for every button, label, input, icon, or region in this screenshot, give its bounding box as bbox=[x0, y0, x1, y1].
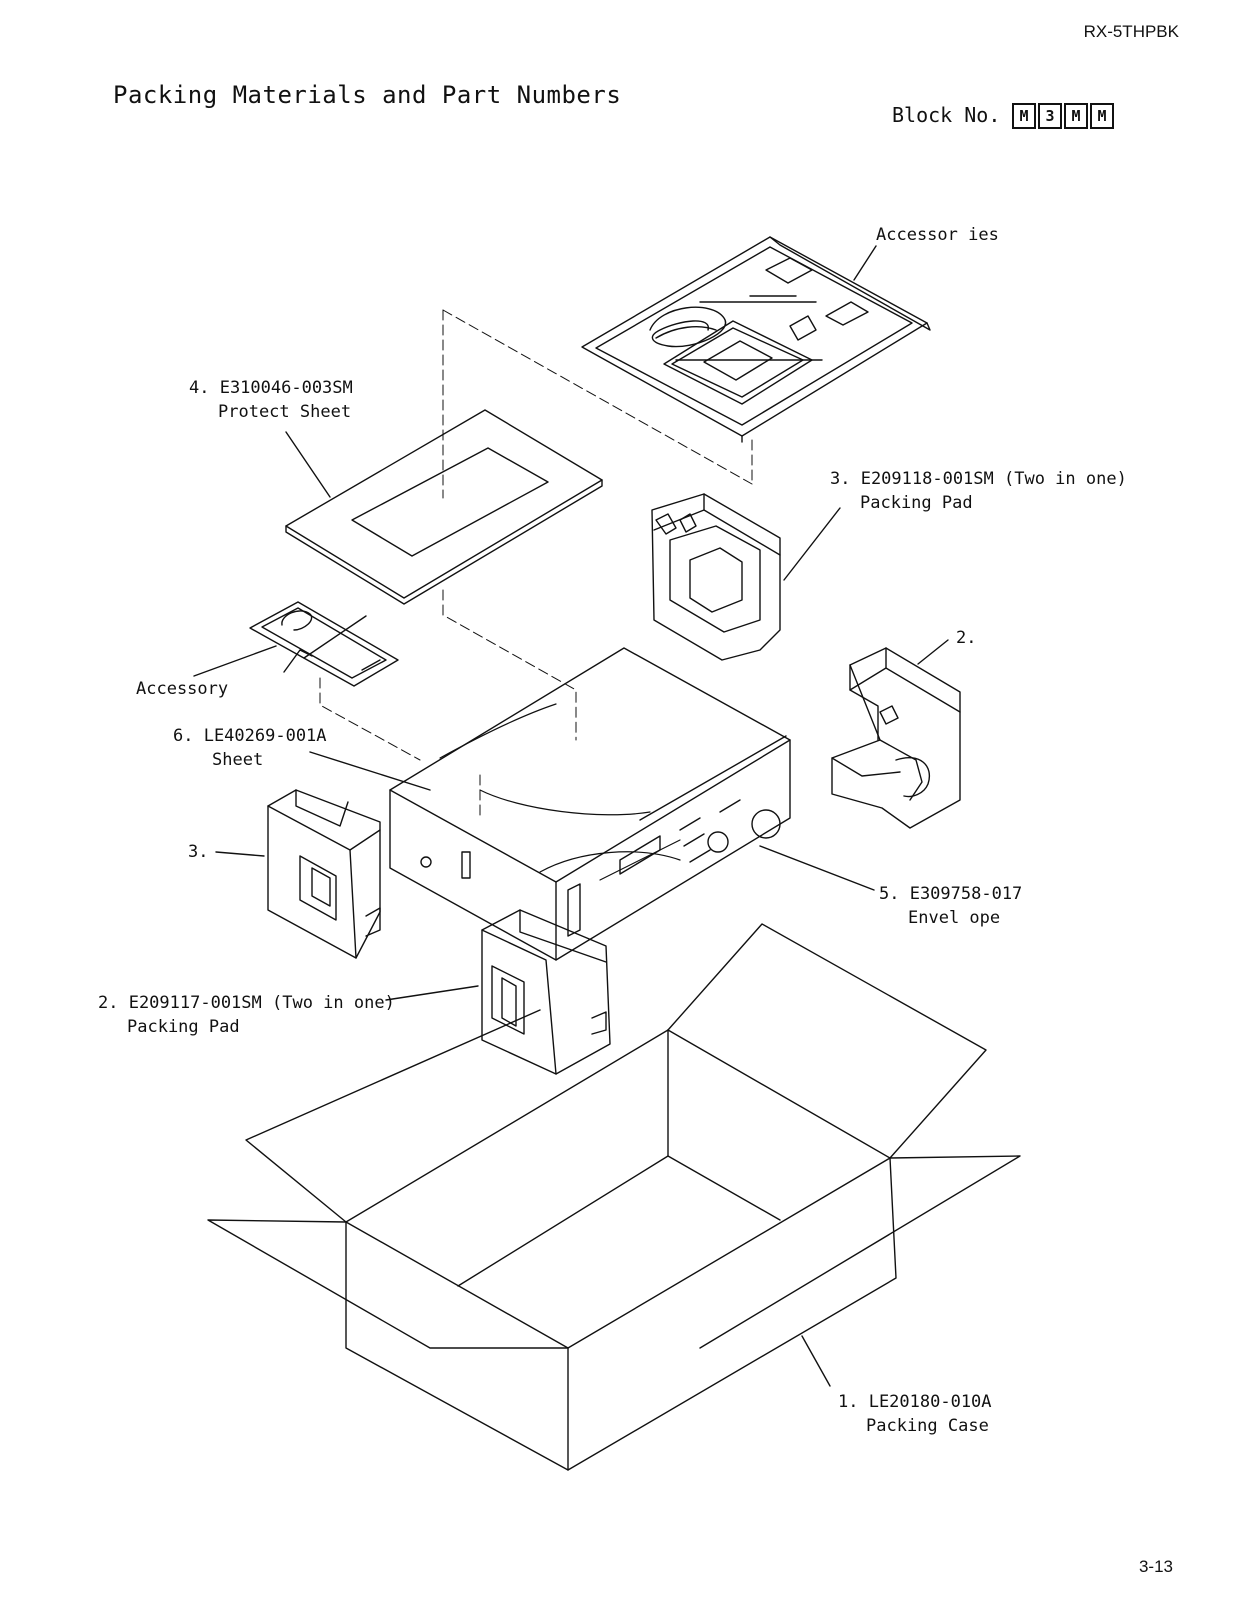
callout-packing-pad-2-number: 2. E209117-001SM (Two in one) bbox=[98, 993, 395, 1013]
packing-pad-right-lower-drawing bbox=[832, 648, 960, 828]
block-number-code: M 3 M M bbox=[1012, 103, 1114, 129]
leader-line bbox=[386, 986, 478, 1000]
leader-line bbox=[918, 640, 948, 664]
leader-line bbox=[310, 752, 430, 790]
block-number-label: Block No. bbox=[892, 103, 1001, 127]
leader-line bbox=[194, 646, 276, 676]
block-code-char: M bbox=[1064, 103, 1088, 129]
callout-accessory: Accessory bbox=[136, 679, 229, 699]
callout-packing-pad-3-number: 3. E209118-001SM (Two in one) bbox=[830, 469, 1127, 489]
receiver-unit-drawing bbox=[390, 648, 790, 960]
callout-packing-pad-3-name: Packing Pad bbox=[860, 493, 973, 513]
block-code-char: 3 bbox=[1038, 103, 1062, 129]
packing-pad-right-upper-drawing bbox=[652, 494, 780, 660]
callout-protect-sheet-number: 4. E310046-003SM bbox=[189, 378, 353, 398]
leader-line bbox=[286, 432, 330, 497]
protect-sheet-drawing bbox=[286, 410, 602, 604]
block-code-char: M bbox=[1090, 103, 1114, 129]
callout-sheet-name: Sheet bbox=[212, 750, 264, 770]
model-number: RX-5THPBK bbox=[1083, 22, 1179, 41]
remote-accessory-drawing bbox=[250, 602, 398, 686]
page-number: 3-13 bbox=[1138, 1557, 1173, 1576]
callout-envelope-name: Envel ope bbox=[908, 908, 1001, 928]
callout-packing-pad-3-short: 3. bbox=[188, 842, 209, 862]
callout-protect-sheet-name: Protect Sheet bbox=[218, 402, 352, 422]
leader-line bbox=[802, 1336, 830, 1386]
callout-envelope-number: 5. E309758-017 bbox=[879, 884, 1023, 904]
block-code-char: M bbox=[1012, 103, 1036, 129]
accessories-tray-drawing bbox=[582, 237, 930, 442]
packing-pad-front-drawing bbox=[482, 910, 610, 1074]
packing-case-drawing bbox=[208, 924, 1020, 1470]
packing-pad-left-drawing bbox=[268, 790, 380, 958]
callout-sheet-number: 6. LE40269-001A bbox=[173, 726, 327, 746]
callout-packing-case-number: 1. LE20180-010A bbox=[838, 1392, 992, 1412]
leader-line bbox=[784, 508, 840, 580]
leader-line bbox=[760, 846, 874, 890]
page-title: Packing Materials and Part Numbers bbox=[113, 81, 622, 109]
callout-packing-pad-2-name: Packing Pad bbox=[127, 1017, 240, 1037]
sheet-wrap-drawing bbox=[440, 704, 680, 880]
leader-line bbox=[854, 246, 876, 280]
leader-line bbox=[216, 852, 264, 856]
callout-packing-pad-2-short: 2. bbox=[956, 628, 977, 648]
callout-packing-case-name: Packing Case bbox=[866, 1416, 989, 1436]
assembly-guide-lines bbox=[320, 310, 752, 815]
callout-accessories: Accessor ies bbox=[876, 225, 999, 245]
